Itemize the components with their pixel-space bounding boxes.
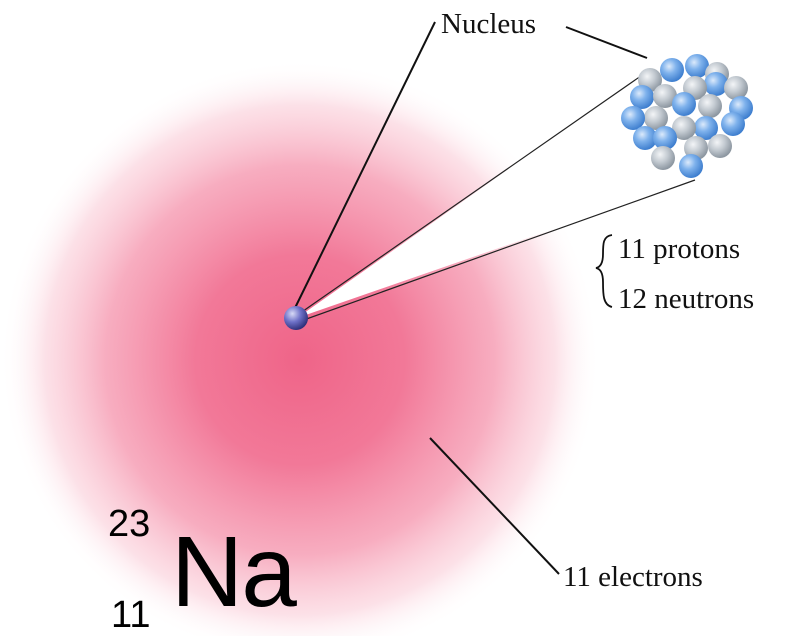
proton-sphere [721, 112, 745, 136]
neutron-sphere [672, 116, 696, 140]
proton-sphere [685, 54, 709, 78]
protons-label: 11 protons [618, 233, 741, 265]
neutron-sphere [653, 84, 677, 108]
nucleus-leader-line [293, 21, 436, 311]
proton-sphere [672, 92, 696, 116]
mass-number: 23 [108, 503, 151, 545]
proton-sphere [621, 106, 645, 130]
proton-sphere [633, 126, 657, 150]
neutron-sphere [644, 106, 668, 130]
cone-edge-upper [295, 70, 649, 317]
proton-sphere [694, 116, 718, 140]
neutron-sphere [708, 134, 732, 158]
proton-sphere [679, 154, 703, 178]
atomic-number: 11 [111, 594, 151, 636]
proton-sphere [630, 85, 654, 109]
neutron-sphere [684, 136, 708, 160]
neutron-sphere [724, 76, 748, 100]
nucleon-brace [595, 234, 613, 308]
nucleus-leader-line-right [565, 26, 648, 59]
neutrons-label: 12 neutrons [618, 283, 755, 315]
electrons-label: 11 electrons [563, 561, 703, 593]
cone-edge-lower [297, 179, 696, 323]
proton-sphere [653, 126, 677, 150]
nucleus-label: Nucleus [441, 8, 537, 40]
magnification-cone [297, 71, 695, 318]
element-symbol: Na [171, 516, 297, 628]
electron-cloud [0, 60, 600, 636]
nucleus-dot [284, 306, 308, 330]
magnified-nucleus [621, 54, 753, 178]
electrons-leader-line [429, 437, 560, 575]
neutron-sphere [698, 94, 722, 118]
neutron-sphere [651, 146, 675, 170]
proton-sphere [704, 72, 728, 96]
proton-sphere [660, 58, 684, 82]
